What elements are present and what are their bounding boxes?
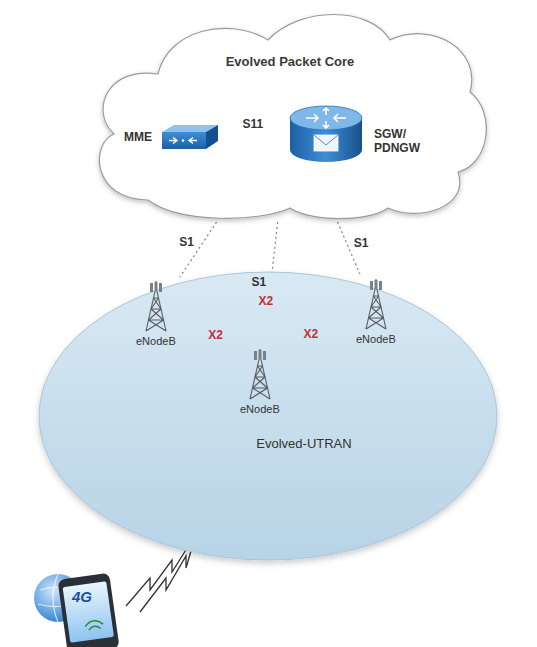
ran-ellipse: Evolved-UTRAN eNodeB eNodeB eNodeB [36, 268, 500, 564]
interface-label: S1 [252, 275, 267, 289]
interface-label: S1 [354, 236, 369, 250]
tower-icon [361, 277, 391, 331]
node-label: eNodeB [356, 333, 396, 345]
interface-label: S11 [242, 117, 263, 131]
router-icon [286, 102, 366, 164]
enodeb-tower: eNodeB [238, 346, 282, 416]
node-label: eNodeB [240, 403, 280, 415]
mme-device: MME [122, 122, 222, 152]
interface-label: S1 [179, 235, 194, 249]
cloud-outline [88, 4, 492, 220]
node-label: SGW/ PDNGW [374, 127, 420, 155]
node-label: eNodeB [136, 335, 176, 347]
region-title: Evolved-UTRAN [108, 436, 500, 451]
interface-label: X2 [303, 327, 318, 341]
interface-label: X2 [208, 328, 223, 342]
interface-label: X2 [258, 294, 273, 308]
mme-icon [160, 124, 220, 150]
network-badge: 4G [72, 588, 92, 605]
phone-body [58, 573, 120, 647]
interface-link [180, 222, 217, 277]
ellipse-outline [36, 268, 500, 564]
enodeb-tower: eNodeB [134, 278, 178, 348]
tower-icon [141, 279, 171, 333]
region-title: Evolved Packet Core [88, 54, 492, 69]
core-cloud: Evolved Packet CoreMME SGW/ PDNGW [88, 4, 492, 220]
enodeb-tower: eNodeB [354, 276, 398, 346]
gateway-router: SGW/ PDNGW [284, 100, 422, 166]
node-label: MME [124, 130, 152, 144]
tower-icon [245, 347, 275, 401]
